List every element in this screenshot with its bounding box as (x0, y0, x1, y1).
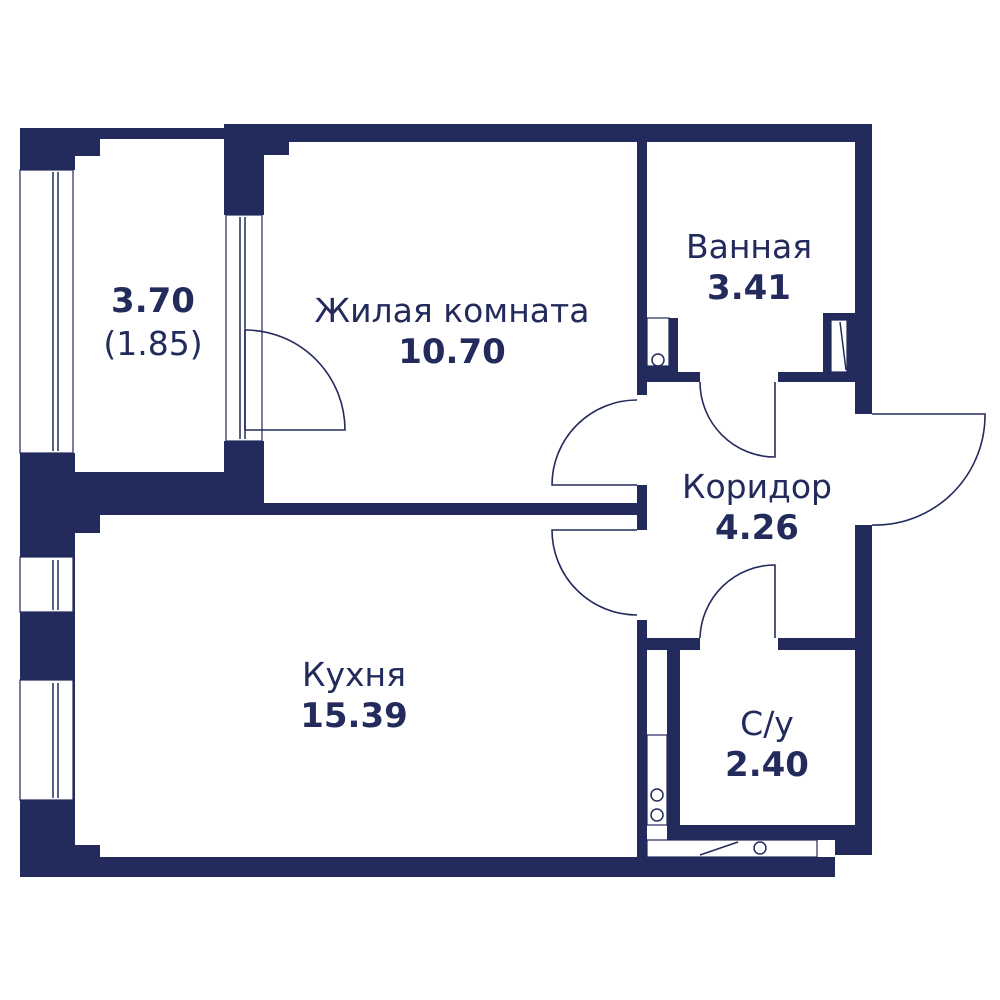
living-area: 10.70 (398, 332, 506, 373)
windows (19, 169, 848, 858)
room-corridor: Коридор 4.26 (682, 466, 832, 550)
corridor-name: Коридор (682, 467, 832, 507)
window-frames (52, 172, 847, 856)
wc-area: 2.40 (725, 745, 809, 786)
room-kitchen: Кухня 15.39 (300, 654, 408, 738)
kitchen-area: 15.39 (300, 696, 408, 737)
balcony-area: 3.70 (111, 281, 195, 322)
bath-area: 3.41 (707, 268, 791, 309)
doors (244, 329, 986, 639)
walls (20, 124, 872, 877)
living-name: Жилая комната (314, 291, 590, 331)
room-bath: Ванная 3.41 (686, 226, 812, 310)
kitchen-name: Кухня (302, 655, 406, 695)
room-wc: С/у 2.40 (725, 703, 809, 787)
bath-name: Ванная (685, 227, 813, 267)
room-living: Жилая комната 10.70 (315, 290, 590, 374)
room-balcony: 3.70 (1.85) (103, 280, 202, 364)
wc-name: С/у (740, 704, 794, 744)
balcony-reduced-area: (1.85) (103, 323, 203, 363)
corridor-area: 4.26 (715, 508, 799, 549)
